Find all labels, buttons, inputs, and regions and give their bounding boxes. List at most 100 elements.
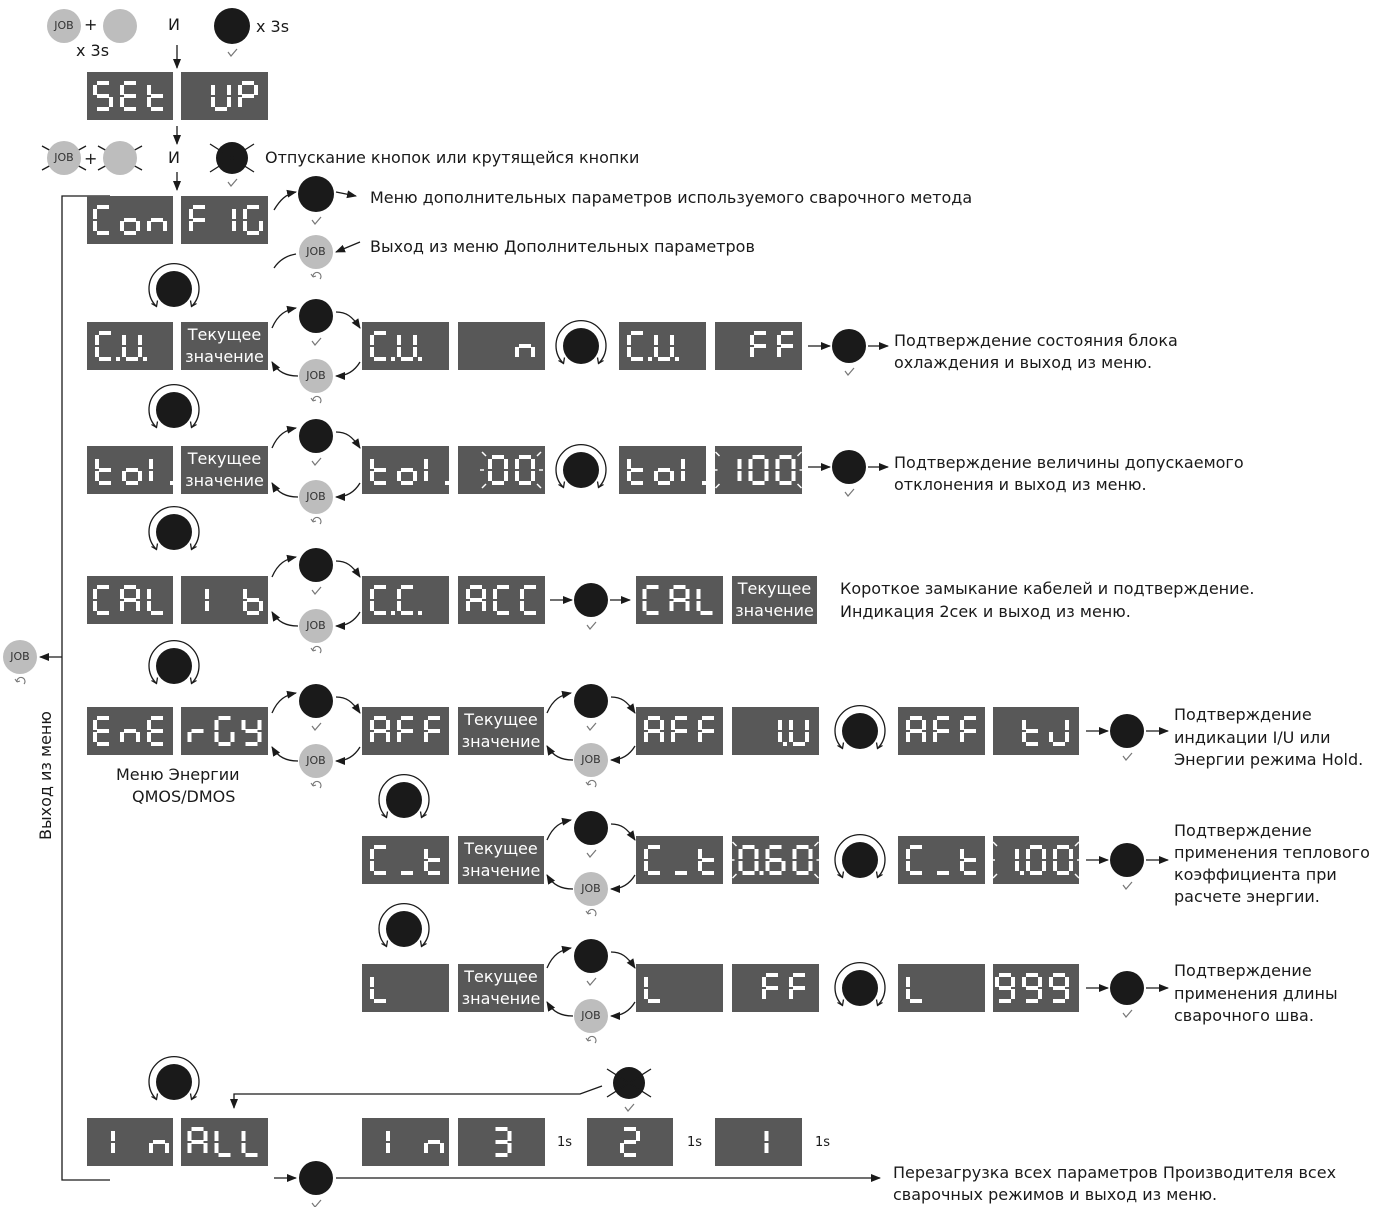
- job-cal[interactable]: JOB: [299, 609, 333, 643]
- cu-confirm-2: охлаждения и выход из меню.: [894, 353, 1153, 372]
- energy-menu-2: QMOS/DMOS: [132, 787, 236, 806]
- job-ct[interactable]: JOB: [574, 872, 608, 906]
- energy-menu-1: Меню Энергии: [116, 765, 240, 784]
- knob-config: [298, 176, 334, 225]
- ct-confirm-2: применения теплового: [1174, 843, 1370, 862]
- tol-confirm-1: Подтверждение величины допускаемого: [894, 453, 1244, 472]
- ct-confirm-3: коэффициента при: [1174, 865, 1337, 884]
- l-confirm-1: Подтверждение: [1174, 961, 1312, 980]
- ct-confirm-4: расчете энергии.: [1174, 887, 1320, 906]
- cu-confirm-1: Подтверждение состояния блока: [894, 331, 1178, 350]
- connector-line: [610, 696, 636, 714]
- sec-label-3: 1s: [557, 1135, 573, 1150]
- connector-line: [546, 690, 572, 714]
- knob-cal: [299, 548, 333, 595]
- display-ini2: [362, 1118, 449, 1166]
- job-tol[interactable]: JOB: [299, 480, 333, 514]
- knob-rotate-tol2: [555, 444, 607, 489]
- connector-line: [610, 745, 636, 764]
- display-2: [587, 1118, 673, 1166]
- times3s-label-right: x 3s: [256, 17, 290, 36]
- connector-line: [230, 1085, 603, 1109]
- connector-line: [335, 241, 361, 253]
- display-cal: [87, 576, 173, 624]
- connector-line: [610, 823, 636, 841]
- back-icon: [310, 395, 322, 404]
- display-fig: [181, 196, 268, 244]
- connector-line: [546, 874, 574, 890]
- display-cu2: [362, 322, 449, 370]
- reset-2: сварочных режимов и выход из меню.: [893, 1185, 1218, 1204]
- back-icon: [310, 645, 322, 654]
- value-label-line1: Текущее: [464, 967, 538, 986]
- display-ct2: [636, 836, 723, 884]
- connector-line: [546, 817, 572, 841]
- knob-rotate-aff: [834, 705, 886, 750]
- job-config[interactable]: JOB: [299, 235, 333, 269]
- display-cal2: [636, 576, 723, 624]
- job-energy[interactable]: JOB: [299, 744, 333, 778]
- lock-button[interactable]: [103, 9, 137, 43]
- display-00: [458, 446, 545, 494]
- knob-confirm-l: [1110, 971, 1144, 1018]
- and-label-mid: И: [168, 148, 180, 167]
- connector-line: [271, 482, 299, 498]
- config-exit-text: Выход из меню Дополнительных параметров: [370, 237, 755, 256]
- display-l: [362, 964, 449, 1012]
- display-ct3: [898, 836, 985, 884]
- job-button[interactable]: JOB: [47, 9, 81, 43]
- display-3: [458, 1118, 545, 1166]
- knob-aff: [574, 684, 608, 731]
- times3s-label-top: x 3s: [76, 41, 110, 60]
- tol-confirm-2: отклонения и выход из меню.: [894, 475, 1147, 494]
- value-label-line1: Текущее: [464, 839, 538, 858]
- display-ini: [87, 1118, 173, 1166]
- display-100b: [993, 836, 1079, 884]
- energy-confirm-2: индикации I/U или: [1174, 728, 1331, 747]
- reset-1: Перезагрузка всех параметров Производите…: [893, 1163, 1337, 1182]
- plus-sign-mid: +: [84, 149, 98, 168]
- lock-button-released[interactable]: [103, 141, 137, 175]
- knob-confirm-cal: [574, 583, 608, 630]
- knob-tol: [299, 419, 333, 466]
- connector-line: [335, 696, 361, 714]
- display-l9: [898, 964, 985, 1012]
- knob-confirm-energy: [1110, 714, 1144, 761]
- knob-rotate-l2: [834, 962, 886, 1007]
- display-off: [715, 322, 802, 370]
- exit-menu-label: Выход из меню: [36, 711, 55, 840]
- connector-line: [335, 746, 361, 765]
- job-button-released[interactable]: JOB: [47, 141, 81, 175]
- sec-label-2: 1s: [687, 1135, 703, 1150]
- connector-line: [271, 746, 299, 762]
- back-icon: [310, 271, 322, 280]
- back-icon: [585, 779, 597, 788]
- value-label-line1: Текущее: [187, 325, 262, 344]
- display-acc: [458, 576, 545, 624]
- connector-line: [335, 611, 361, 630]
- energy-confirm-1: Подтверждение: [1174, 705, 1312, 724]
- plus-sign-top: +: [84, 15, 98, 34]
- knob-l: [574, 939, 608, 986]
- job-exit-button[interactable]: JOB: [3, 640, 37, 674]
- connector-line: [271, 361, 299, 377]
- connector-line: [271, 611, 299, 627]
- display-l2: [636, 964, 723, 1012]
- connector-line: [271, 305, 297, 329]
- job-cu[interactable]: JOB: [299, 359, 333, 393]
- energy-confirm-3: Энергии режима Hold.: [1174, 750, 1364, 769]
- job-l[interactable]: JOB: [574, 999, 608, 1033]
- back-icon: [310, 780, 322, 789]
- connector-line: [335, 190, 357, 199]
- connector-line: [273, 253, 297, 269]
- knob-rotate-cu: [148, 263, 200, 308]
- knob-cu: [299, 299, 333, 346]
- connector-line: [610, 1001, 636, 1020]
- job-aff[interactable]: JOB: [574, 743, 608, 777]
- display-all: [181, 1118, 268, 1166]
